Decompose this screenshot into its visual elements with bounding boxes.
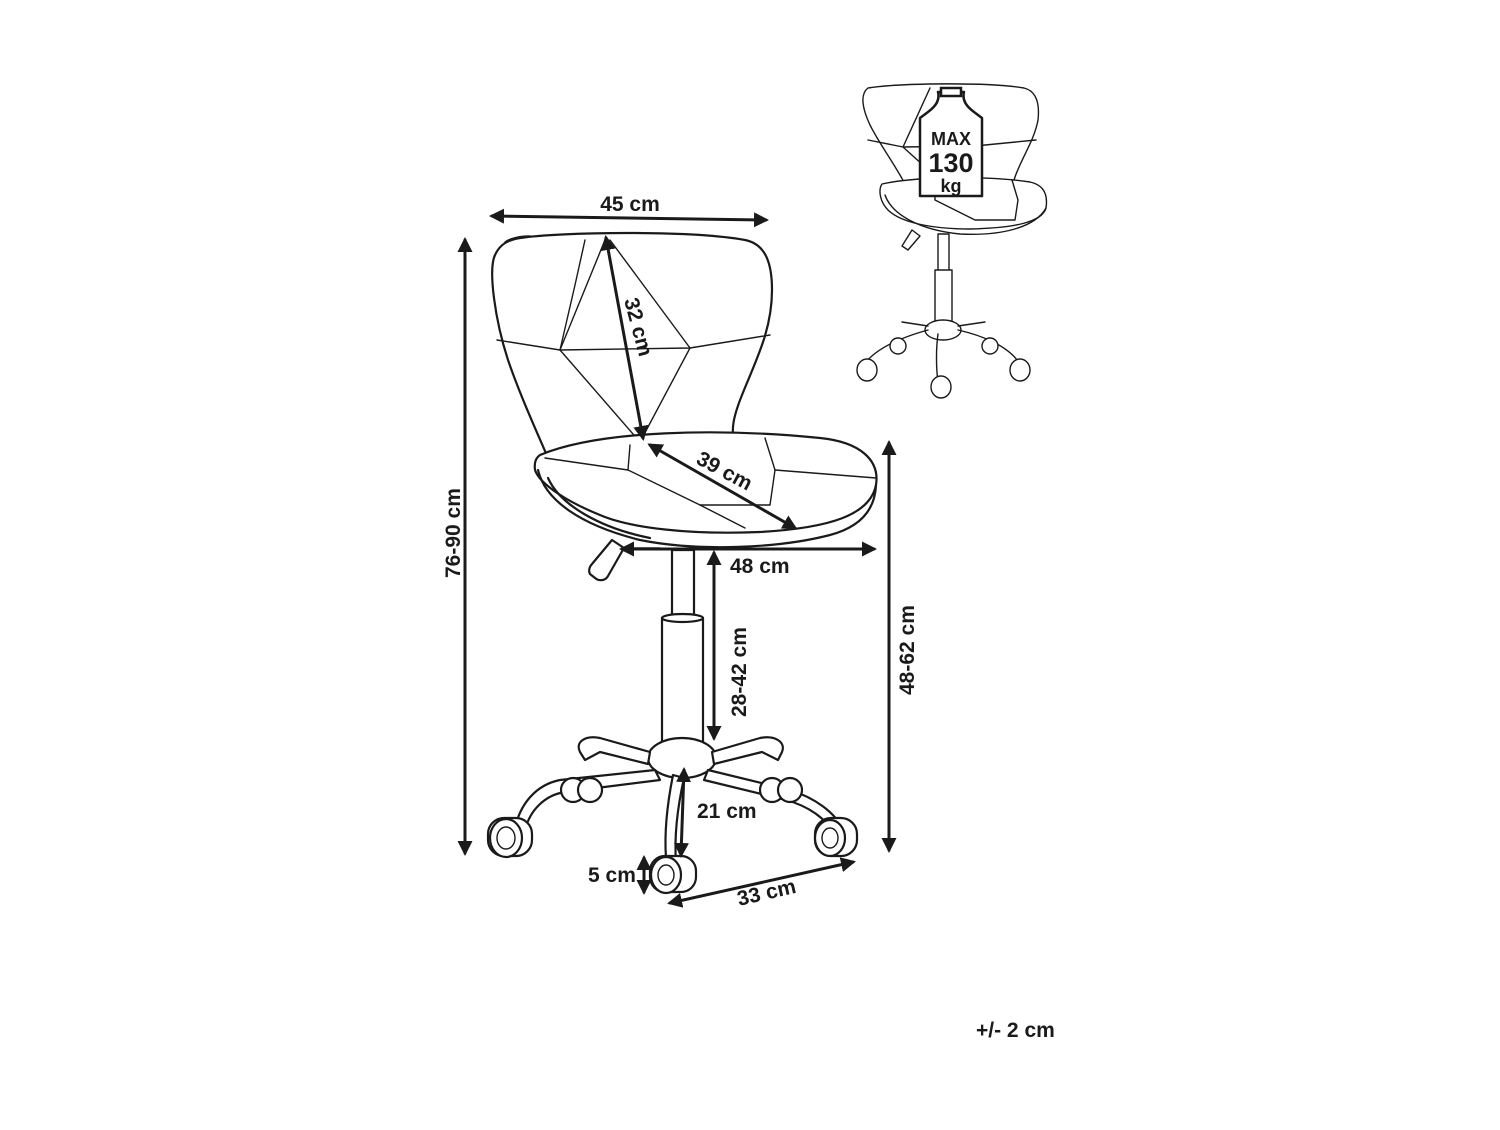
gas-lift-cylinder xyxy=(660,616,705,744)
dim-line-seat-width xyxy=(489,208,769,228)
gas-lift-tube-upper xyxy=(670,548,696,624)
caster xyxy=(813,816,859,858)
label-base-width: 48 cm xyxy=(730,555,790,578)
base-leg-left xyxy=(577,736,652,766)
dimension-labels: 45 cm 32 cm 39 cm 48 cm 76-90 cm 48-62 c… xyxy=(442,193,919,911)
dim-line-seat-depth xyxy=(647,443,798,530)
dim-line-leg-height xyxy=(673,767,692,858)
caster xyxy=(486,816,534,859)
dim-line-leg-length xyxy=(667,857,856,908)
max-weight-badge: MAX 130 kg xyxy=(918,86,984,198)
caster xyxy=(559,776,604,804)
dim-line-backrest-height xyxy=(600,235,649,441)
label-leg-height: 21 cm xyxy=(697,800,757,823)
label-gas-lift: 28-42 cm xyxy=(728,627,751,717)
label-wheel-height: 5 cm xyxy=(588,864,636,887)
label-seat-height: 48-62 cm xyxy=(896,605,919,695)
label-total-height: 76-90 cm xyxy=(442,488,465,578)
label-leg-length: 33 cm xyxy=(735,875,798,911)
base-leg-back xyxy=(710,736,784,766)
weight-badge-value: 130 xyxy=(928,148,973,178)
label-seat-width: 45 cm xyxy=(600,193,660,216)
tolerance-note: +/- 2 cm xyxy=(976,1019,1055,1042)
weight-badge-max: MAX xyxy=(931,129,971,149)
base-hub xyxy=(646,736,718,780)
dimension-lines xyxy=(457,208,897,908)
height-lever xyxy=(588,538,626,582)
caster xyxy=(758,776,804,804)
weight-badge-unit: kg xyxy=(940,176,961,196)
caster xyxy=(648,854,698,895)
